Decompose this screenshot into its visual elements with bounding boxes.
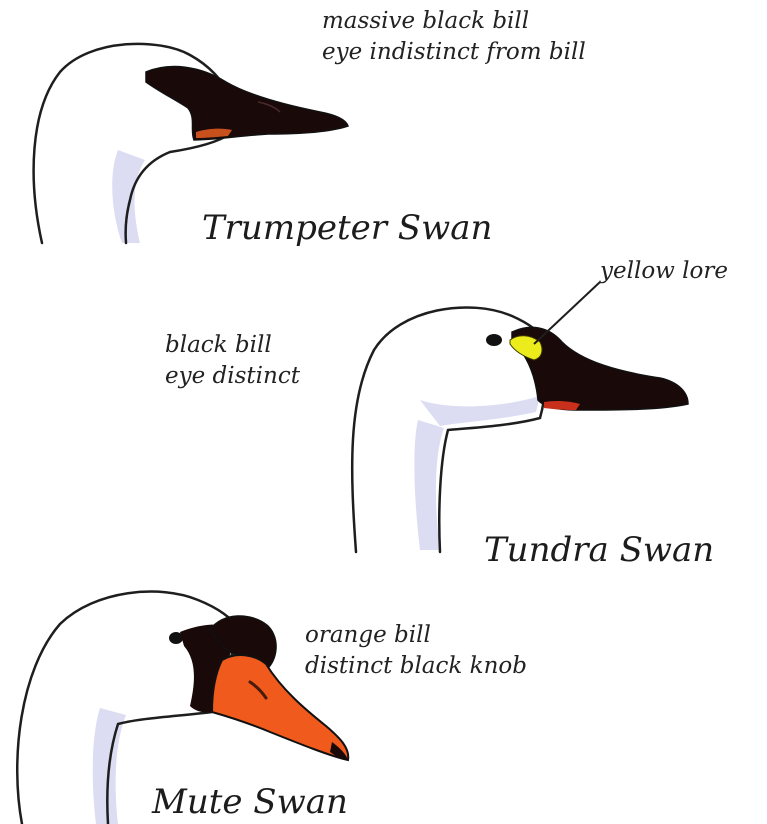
tundra-swan-notes: black bill eye distinct <box>165 330 300 392</box>
trumpeter-swan-notes: massive black bill eye indistinct from b… <box>322 6 586 68</box>
trumpeter-swan-bill <box>146 67 348 140</box>
trumpeter-swan-name: Trumpeter Swan <box>202 208 492 248</box>
mute-swan-title: Mute Swan <box>152 782 348 822</box>
mute-swan-notes: orange bill distinct black knob <box>305 620 527 682</box>
tundra-note-2: eye distinct <box>165 361 300 392</box>
tundra-note-1: black bill <box>165 330 300 361</box>
yellow-lore-callout: yellow lore <box>600 256 728 287</box>
trumpeter-note-1: massive black bill <box>322 6 586 37</box>
mute-note-1: orange bill <box>305 620 527 651</box>
tundra-swan-name: Tundra Swan <box>484 530 714 570</box>
tundra-swan-title: Tundra Swan <box>484 530 714 570</box>
yellow-lore-label: yellow lore <box>600 256 728 287</box>
trumpeter-note-2: eye indistinct from bill <box>322 37 586 68</box>
mute-note-2: distinct black knob <box>305 651 527 682</box>
tundra-swan-head <box>352 282 688 552</box>
trumpeter-swan-shading <box>112 150 145 243</box>
trumpeter-swan-title: Trumpeter Swan <box>202 208 492 248</box>
yellow-lore-pointer <box>534 282 600 344</box>
mute-swan-name: Mute Swan <box>152 782 348 822</box>
tundra-swan-eye <box>486 334 502 346</box>
